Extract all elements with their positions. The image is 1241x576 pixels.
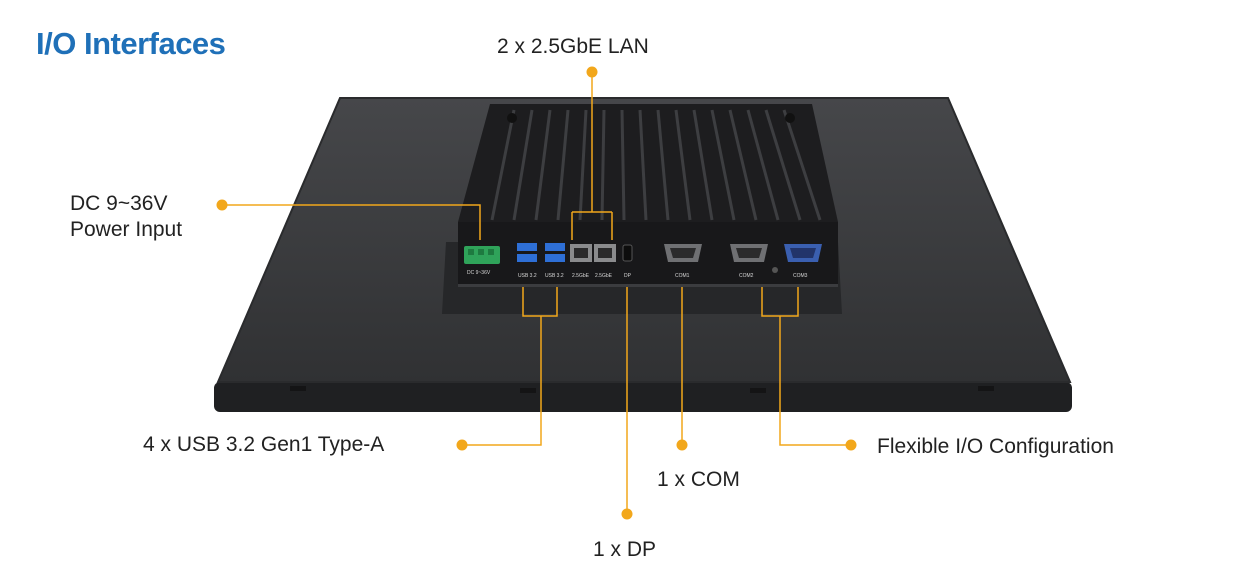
port-silkscreen: DC 9~36V USB 3.2 USB 3.2 2.5GbE 2.5GbE D…: [467, 270, 808, 279]
lan-callout-line: [571, 72, 613, 240]
usb-callout-line: [462, 287, 558, 446]
com3-port-label: COM3: [793, 273, 808, 279]
usb-port-label: USB 3.2: [518, 273, 537, 279]
lan-port-label: 2.5GbE: [572, 273, 590, 279]
power-callout-line: [222, 204, 481, 240]
flex-callout-dot: [845, 439, 857, 451]
dp-port: [622, 244, 633, 262]
dp-callout-dot: [621, 508, 633, 520]
flex-callout-label: Flexible I/O Configuration: [877, 435, 1114, 458]
dp-port-label: DP: [624, 273, 632, 279]
power-port-label: DC 9~36V: [467, 270, 491, 276]
com-callout-dot: [676, 439, 688, 451]
com1-port-label: COM1: [675, 273, 690, 279]
lan-callout-label: 2 x 2.5GbE LAN: [497, 35, 649, 58]
power-callout-dot: [216, 199, 228, 211]
ground-screw: [772, 267, 778, 273]
compute-box: [442, 104, 842, 314]
page-title: I/O Interfaces: [36, 26, 226, 61]
lan-port-label: 2.5GbE: [595, 273, 613, 279]
lan-callout-dot: [586, 66, 598, 78]
power-callout-label: DC 9~36V Power Input: [70, 191, 182, 243]
io-port-row: [464, 243, 822, 273]
flex-callout-line: [761, 287, 851, 446]
usb-port: [545, 254, 565, 262]
callout-dots: [216, 66, 857, 520]
usb-port-label: USB 3.2: [545, 273, 564, 279]
usb-port: [545, 243, 565, 251]
power-callout-line1: DC 9~36V: [70, 192, 168, 215]
usb-callout-label: 4 x USB 3.2 Gen1 Type-A: [143, 433, 385, 456]
dp-callout-label: 1 x DP: [593, 538, 657, 561]
power-callout-line2: Power Input: [70, 218, 183, 241]
heatsink-fins: [490, 109, 822, 221]
callout-lines: [222, 72, 851, 514]
usb-port: [517, 254, 537, 262]
com-callout-label: 1 x COM: [657, 468, 740, 491]
usb-callout-dot: [456, 439, 468, 451]
usb-port: [517, 243, 537, 251]
com2-port-label: COM2: [739, 273, 754, 279]
